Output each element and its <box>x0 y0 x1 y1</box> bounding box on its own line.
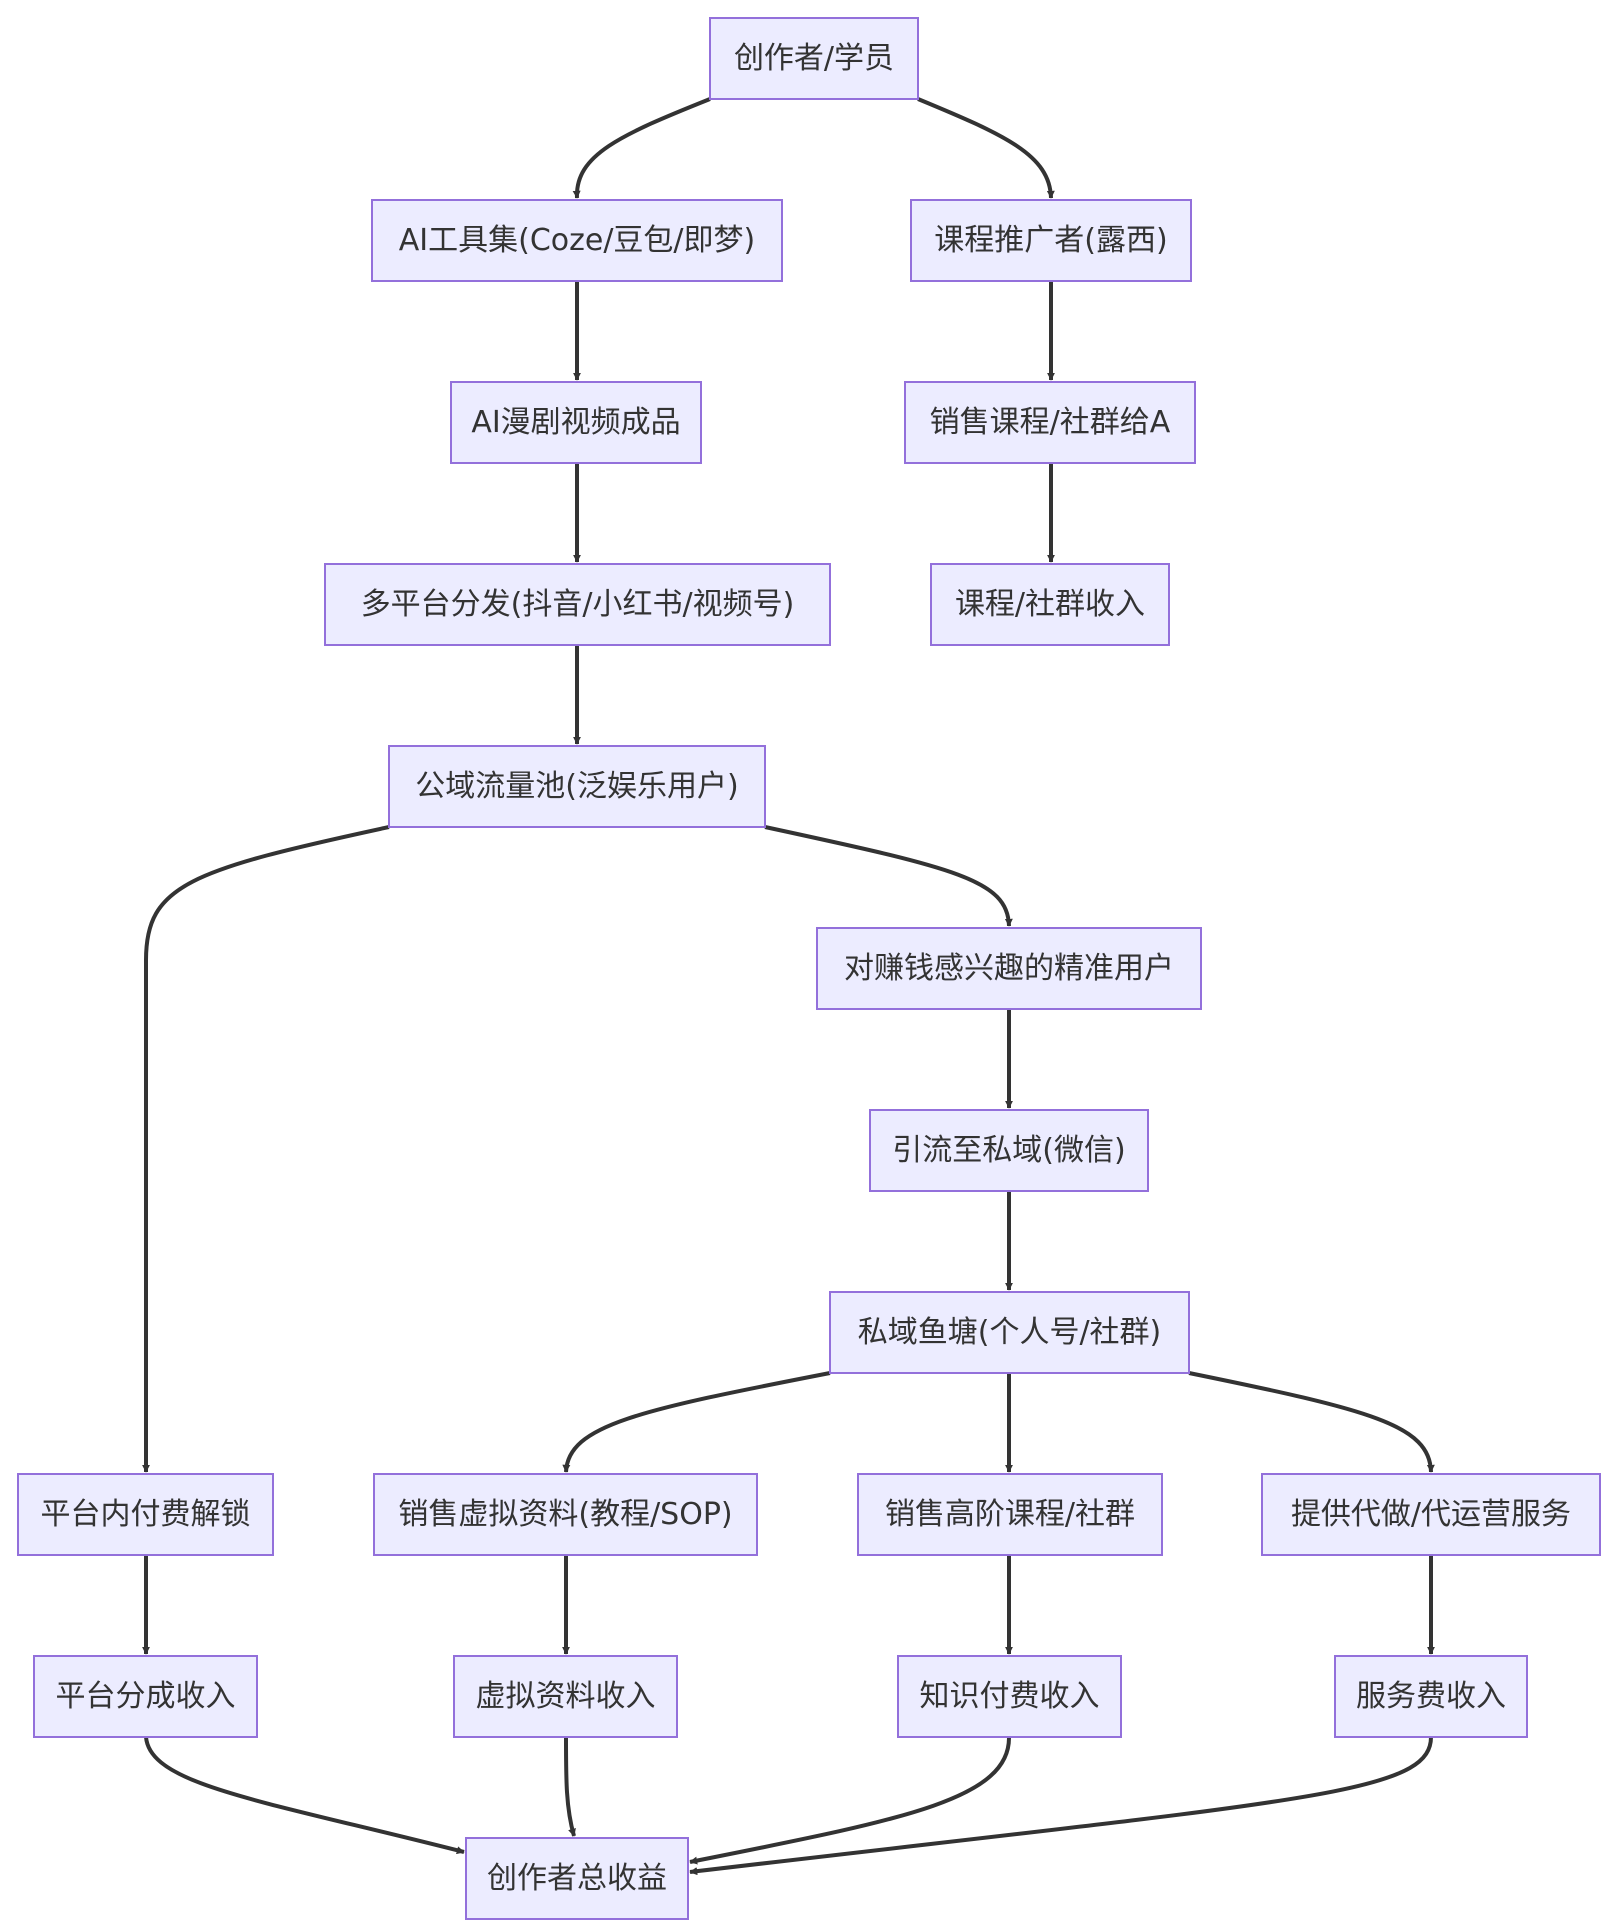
node-box-creator <box>709 17 919 100</box>
node-agency_service: 提供代做/代运营服务 <box>1261 1473 1601 1556</box>
node-ai_video: AI漫剧视频成品 <box>450 381 702 464</box>
node-box-multi_platform <box>324 563 831 646</box>
node-box-sell_course_a <box>904 381 1196 464</box>
node-box-agency_service <box>1261 1473 1601 1556</box>
edge-platform_income-to-total <box>144 1736 465 1855</box>
node-box-virtual_income <box>453 1655 678 1738</box>
node-precise_users: 对赚钱感兴趣的精准用户 <box>816 927 1202 1010</box>
node-label-promoter: 课程推广者(露西) <box>934 223 1167 258</box>
node-label-total: 创作者总收益 <box>487 1861 667 1896</box>
node-label-virtual_income: 虚拟资料收入 <box>476 1679 656 1714</box>
node-label-private_flow: 引流至私域(微信) <box>892 1133 1125 1168</box>
edge-private_pond-to-agency_service <box>1188 1371 1435 1473</box>
node-box-course_income <box>930 563 1170 646</box>
edge-creator-to-ai_tools <box>572 97 711 199</box>
node-box-total <box>465 1837 689 1920</box>
node-creator: 创作者/学员 <box>709 17 919 100</box>
node-course_income: 课程/社群收入 <box>930 563 1170 646</box>
node-label-service_income: 服务费收入 <box>1356 1679 1506 1714</box>
edge-public_pool-to-paid_unlock <box>142 825 390 1473</box>
node-box-platform_income <box>33 1655 258 1738</box>
edges-layer <box>142 97 1435 1876</box>
node-box-sell_advanced <box>857 1473 1163 1556</box>
node-label-paid_unlock: 平台内付费解锁 <box>41 1497 251 1532</box>
node-box-knowledge_income <box>897 1655 1122 1738</box>
node-box-ai_tools <box>371 199 783 282</box>
node-box-public_pool <box>388 745 766 828</box>
edge-service_income-to-total <box>689 1736 1433 1876</box>
node-sell_course_a: 销售课程/社群给A <box>904 381 1196 464</box>
node-multi_platform: 多平台分发(抖音/小红书/视频号) <box>324 563 831 646</box>
node-knowledge_income: 知识付费收入 <box>897 1655 1122 1738</box>
node-box-private_flow <box>869 1109 1149 1192</box>
node-sell_advanced: 销售高阶课程/社群 <box>857 1473 1163 1556</box>
node-label-public_pool: 公域流量池(泛娱乐用户) <box>415 769 738 804</box>
edge-virtual_income-to-total <box>564 1736 576 1837</box>
node-platform_income: 平台分成收入 <box>33 1655 258 1738</box>
node-sell_virtual: 销售虚拟资料(教程/SOP) <box>373 1473 758 1556</box>
node-label-creator: 创作者/学员 <box>734 41 894 76</box>
node-box-service_income <box>1334 1655 1528 1738</box>
node-label-sell_virtual: 销售虚拟资料(教程/SOP) <box>398 1497 732 1532</box>
node-box-ai_video <box>450 381 702 464</box>
edge-knowledge_income-to-total <box>689 1736 1012 1865</box>
node-private_flow: 引流至私域(微信) <box>869 1109 1149 1192</box>
edge-public_pool-to-precise_users <box>764 825 1013 927</box>
node-private_pond: 私域鱼塘(个人号/社群) <box>829 1291 1190 1374</box>
node-box-private_pond <box>829 1291 1190 1374</box>
nodes-layer: 创作者/学员 AI工具集(Coze/豆包/即梦) 课程推广者(露西) AI漫剧视频成品… <box>17 17 1601 1920</box>
node-label-private_pond: 私域鱼塘(个人号/社群) <box>858 1315 1162 1350</box>
node-ai_tools: AI工具集(Coze/豆包/即梦) <box>371 199 783 282</box>
node-public_pool: 公域流量池(泛娱乐用户) <box>388 745 766 828</box>
node-service_income: 服务费收入 <box>1334 1655 1528 1738</box>
node-label-platform_income: 平台分成收入 <box>56 1679 236 1714</box>
node-label-multi_platform: 多平台分发(抖音/小红书/视频号) <box>361 587 795 622</box>
edge-creator-to-promoter <box>917 97 1055 199</box>
node-label-ai_tools: AI工具集(Coze/豆包/即梦) <box>399 223 756 258</box>
node-label-agency_service: 提供代做/代运营服务 <box>1291 1497 1571 1532</box>
node-label-sell_advanced: 销售高阶课程/社群 <box>885 1497 1135 1532</box>
node-label-sell_course_a: 销售课程/社群给A <box>930 405 1171 440</box>
node-promoter: 课程推广者(露西) <box>910 199 1192 282</box>
node-virtual_income: 虚拟资料收入 <box>453 1655 678 1738</box>
node-label-course_income: 课程/社群收入 <box>955 587 1145 622</box>
node-box-promoter <box>910 199 1192 282</box>
node-total: 创作者总收益 <box>465 1837 689 1920</box>
node-box-precise_users <box>816 927 1202 1010</box>
node-label-precise_users: 对赚钱感兴趣的精准用户 <box>844 951 1174 986</box>
node-box-sell_virtual <box>373 1473 758 1556</box>
node-box-paid_unlock <box>17 1473 274 1556</box>
node-label-ai_video: AI漫剧视频成品 <box>471 405 680 440</box>
edge-private_pond-to-sell_virtual <box>562 1371 831 1473</box>
node-paid_unlock: 平台内付费解锁 <box>17 1473 274 1556</box>
node-label-knowledge_income: 知识付费收入 <box>920 1679 1100 1714</box>
